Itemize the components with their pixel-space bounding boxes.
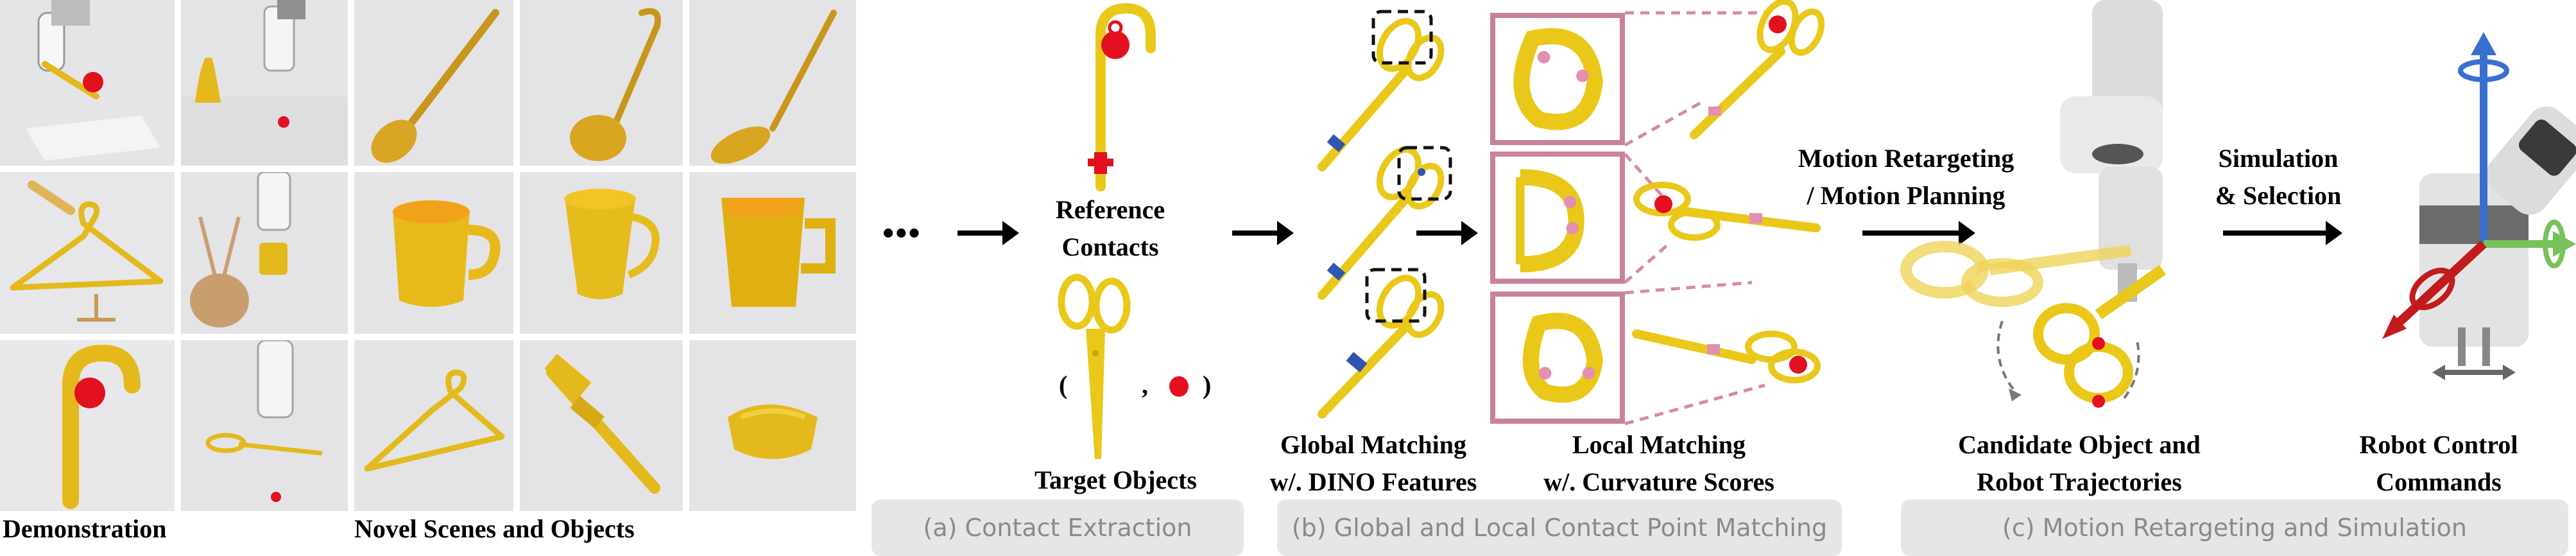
demonstration-caption: Demonstration — [3, 514, 167, 543]
arrow-right-icon — [957, 221, 1019, 245]
target-scissors — [1052, 274, 1136, 462]
section-c-label: (c) Motion Retargeting and Simulation — [1901, 500, 2568, 556]
candidate-caption: Candidate Object and Robot Trajectories — [1958, 430, 2201, 496]
novel-tile-caliper — [520, 340, 683, 511]
demo-tile-cane — [0, 340, 175, 511]
target-paren-right: ) — [1203, 370, 1212, 399]
demo-tile-robot-cup — [181, 172, 348, 334]
red-contact-dot — [1169, 376, 1189, 397]
simulation-caption: Simulation & Selection — [2215, 144, 2342, 210]
global-matching-scissors — [1303, 6, 1457, 419]
arrow-right-icon — [1416, 221, 1478, 245]
section-b-label: (b) Global and Local Contact Point Match… — [1277, 500, 1842, 556]
novel-tile-hanger — [354, 340, 513, 511]
novel-tile-mug-3 — [689, 172, 856, 334]
novel-tile-mug-2 — [520, 172, 683, 334]
target-comma: , — [1142, 370, 1148, 399]
novel-scenes-caption: Novel Scenes and Objects — [354, 514, 635, 543]
reference-contacts-caption: Reference Contacts — [1055, 195, 1165, 261]
target-paren-left: ( — [1059, 370, 1068, 399]
section-a-label: (a) Contact Extraction — [872, 500, 1244, 556]
novel-tile-mug-1 — [354, 172, 513, 334]
demo-tile-robot-spoon — [0, 0, 175, 166]
demo-tile-robot-scissors — [181, 340, 348, 511]
arrow-right-icon — [1232, 221, 1294, 245]
demo-tile-hanger — [0, 172, 175, 334]
robot-control-gripper — [2310, 32, 2576, 417]
robot-control-caption: Robot Control Commands — [2359, 430, 2518, 496]
local-matching-scissors — [1624, 0, 1829, 426]
global-matching-caption: Global Matching w/. DINO Features — [1269, 430, 1477, 496]
novel-tile-spoon-1 — [354, 0, 513, 166]
novel-tile-spoon-2 — [689, 0, 856, 166]
candidate-trajectories — [1900, 0, 2176, 424]
target-objects-caption: Target Objects — [1035, 465, 1197, 494]
reference-cane-contacts — [1062, 3, 1158, 191]
ellipsis: ••• — [882, 215, 922, 252]
local-matching-caption: Local Matching w/. Curvature Scores — [1543, 430, 1774, 496]
novel-tile-clip — [689, 340, 856, 511]
demo-tile-robot-bottle — [181, 0, 348, 166]
novel-tile-ladle-1 — [520, 0, 683, 166]
arrow-right-icon — [1862, 221, 1975, 245]
motion-retargeting-caption: Motion Retargeting / Motion Planning — [1798, 144, 2014, 210]
local-crop-3 — [1490, 291, 1625, 424]
arrow-right-icon — [2223, 221, 2342, 245]
local-crop-1 — [1490, 13, 1625, 145]
local-crop-2 — [1490, 152, 1625, 284]
